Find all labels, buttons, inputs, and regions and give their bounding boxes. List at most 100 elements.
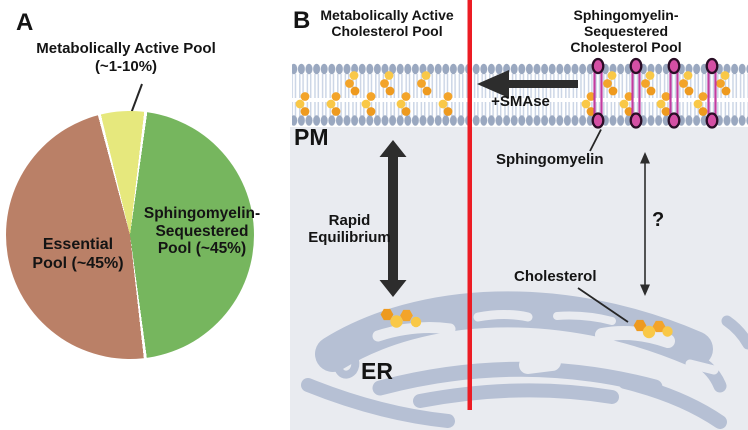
sphingomyelin-head [629,57,643,75]
callout-line1: Metabolically Active Pool [36,40,216,57]
cholesterol-bead [390,315,403,328]
title-metabolically-active-pool: Metabolically Active Cholesterol Pool [317,7,457,39]
pie-label-sequestered: Sphingomyelin- Sequestered Pool (~45%) [132,205,272,258]
cholesterol-bead [396,99,406,109]
cholesterol-bead [608,86,618,96]
er-label: ER [361,358,393,384]
cholesterol-bead [385,86,395,96]
rapid-equilibrium-label: Rapid Equilibrium [302,212,397,247]
question-arrow [640,152,650,296]
cholesterol-bead [624,92,634,101]
cholesterol-hexagon [633,319,647,332]
er-bottom-left-arc [301,378,455,428]
pm-label: PM [294,124,329,150]
cholesterol-bead [586,92,596,101]
callout-metabolically-active: Metabolically Active Pool (~1-10%) [26,40,226,76]
cholesterol-bead [443,92,453,101]
rapid-equilibrium-arrow [379,140,407,297]
cholesterol-bead [417,79,426,88]
er-slot-1 [372,322,456,342]
cholesterol-bead [603,79,612,88]
question-arrow-head-bottom [640,284,650,296]
cholesterol-hexagon [652,320,666,333]
cholesterol-bead [619,99,629,109]
panel-a: A Metabolically Active Pool (~1-10%) Ess… [0,0,290,430]
er-right-notch [685,359,719,375]
question-arrow-head-top [640,152,650,164]
smase-label: +SMAse [491,93,550,110]
cholesterol-bead [331,107,341,116]
cholesterol-bead [410,316,422,328]
cholesterol-bead [350,86,360,96]
cholesterol-bead [661,107,671,116]
pie-label-essential: Essential Pool (~45%) [8,235,148,273]
er-bottom-center-arc [413,383,619,408]
panel-b-letter: B [293,7,311,34]
cholesterol-label: Cholesterol [514,268,597,285]
cholesterol-bead [656,99,666,109]
cholesterol-bead [345,79,354,88]
cholesterol-bead [624,107,634,116]
sphingomyelin-head [591,112,605,129]
er-bottom-right-arc [618,375,727,429]
cholesterol-bead [443,107,453,116]
callout-line2: (~1-10%) [94,58,158,75]
essential-line1: Essential [42,236,114,253]
title-sphingomyelin-sequestered-pool: Sphingomyelin-Sequestered Cholesterol Po… [536,7,716,55]
cholesterol-bead [720,71,730,80]
smase-arrow [477,70,578,98]
cholesterol-bead [384,71,394,80]
cholesterol-bead [586,107,596,116]
cholesterol-bead [607,71,617,80]
cholesterol-pointer-line [577,287,629,323]
cholesterol-bead [684,86,694,96]
cholesterol-bead [693,99,703,109]
cholesterol-bead [698,92,708,101]
cholesterol-bead [642,325,656,339]
cholesterol-bead [645,71,655,80]
sphingomyelin-pointer-line [589,129,602,152]
cholesterol-hexagon [380,308,394,321]
er-left-hook [333,347,360,379]
sphingomyelin-head [705,57,719,75]
sequestered-line3: Pool (~45%) [157,240,247,257]
question-mark-label: ? [652,209,665,231]
rapid-line1: Rapid [328,212,371,229]
membrane-molecules [295,71,731,116]
cholesterol-bead [662,326,673,337]
cholesterol-bead [380,79,389,88]
cholesterol-bead [331,92,341,101]
sphingomyelin-head [667,57,681,75]
sphingomyelin-head [705,112,719,129]
cholesterol-bead [698,107,708,116]
cholesterol-bead [679,79,688,88]
cholesterol-bead [641,79,650,88]
er-middle-gap [519,353,561,374]
cholesterol-bead [300,107,310,116]
cholesterol-bead [361,99,371,109]
cholesterol-bead [422,86,432,96]
cholesterol-bead [721,86,731,96]
sphingomyelin-label: Sphingomyelin [496,151,604,168]
essential-line2: Pool (~45%) [32,255,124,272]
red-divider-line [467,0,472,410]
sphingomyelin-head [629,112,643,129]
pie-chart [6,111,254,359]
cholesterol-bead [300,92,310,101]
cholesterol-hexagon [400,309,413,322]
cholesterol-bead [401,107,411,116]
cholesterol-bead [295,99,305,109]
cholesterol-bead [683,71,693,80]
panel-b-graphics [290,0,748,430]
cholesterol-bead [646,86,656,96]
sphingomyelin-head [667,112,681,129]
er-slot-2 [473,310,533,322]
cholesterol-bead [349,71,359,80]
rapid-line2: Equilibrium [308,228,391,246]
cholesterol-bead [581,99,591,109]
cytoplasm-background [290,127,748,430]
sequestered-line2: Sequestered [155,222,249,240]
right-title-line1: Sphingomyelin-Sequestered [573,7,679,39]
panel-b: B Metabolically Active Cholesterol Pool … [290,0,748,430]
